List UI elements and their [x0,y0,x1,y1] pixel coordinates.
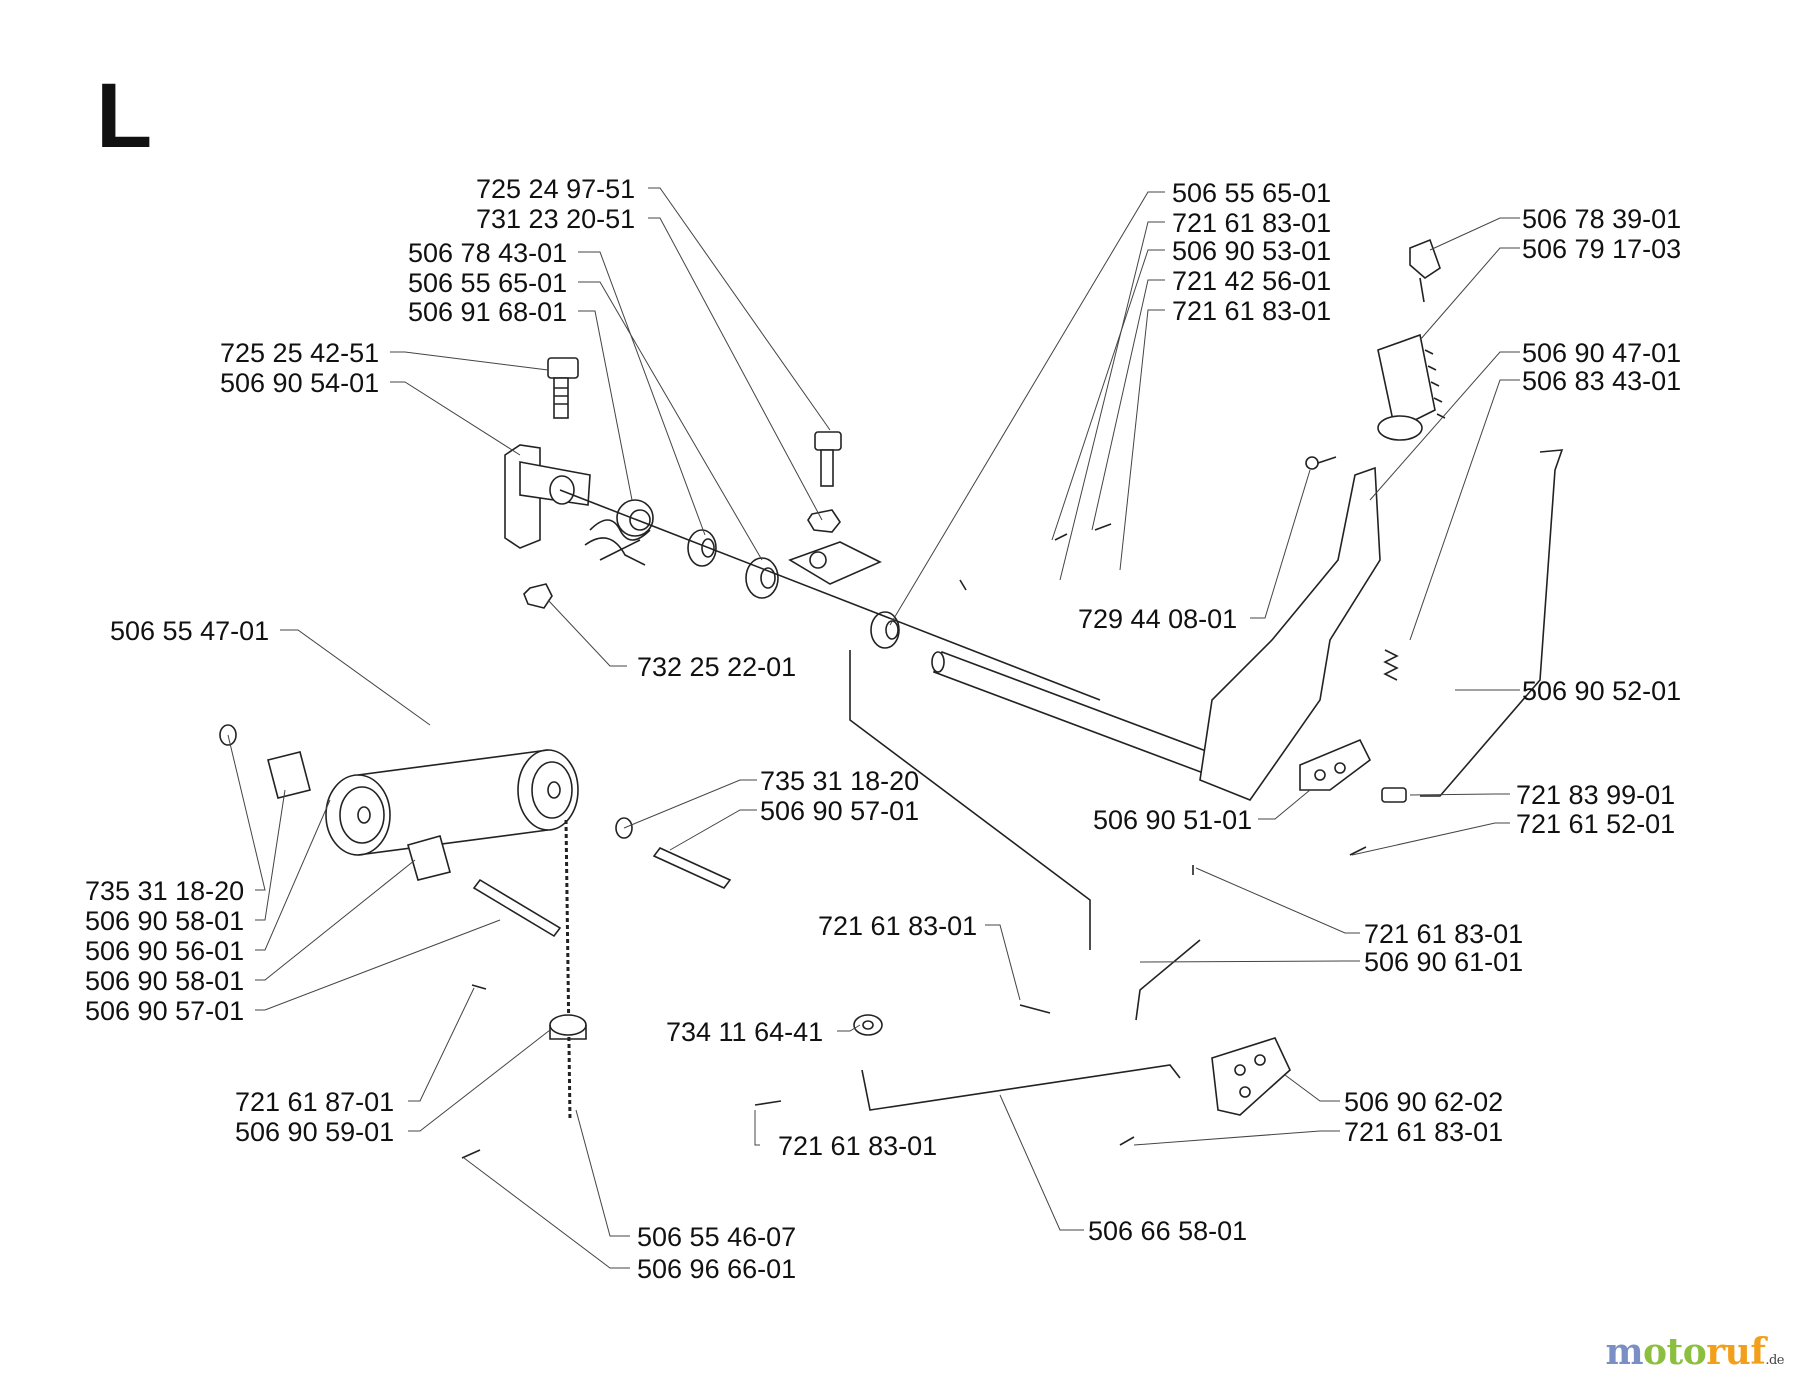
callout-506-90-58-01-b: 506 90 58-01 [85,966,244,996]
callout-721-61-52-01: 721 61 52-01 [1516,809,1675,839]
nut-732-25-22-01 [523,583,553,609]
callout-721-42-56-01: 721 42 56-01 [1172,266,1331,296]
callout-506-90-57-01-left: 506 90 57-01 [85,996,244,1026]
callout-506-55-65-01-left: 506 55 65-01 [408,268,567,298]
spring-506-91-68-01 [584,499,654,566]
link-rod-506-90-61-01 [849,650,1201,1021]
callout-506-90-53-01: 506 90 53-01 [1172,236,1331,266]
section-letter: L [96,65,153,167]
washer-734-11-64-41 [853,1014,883,1036]
pulley-506-90-56-01 [325,774,391,856]
plate-506-90-51-01 [1299,738,1372,791]
pin-upper [652,847,732,889]
pin-506-90-57-01 [472,878,562,938]
bushing-506-78-43-01 [687,529,717,567]
callout-506-78-39-01: 506 78 39-01 [1522,204,1681,234]
callout-506-83-43-01: 506 83 43-01 [1522,366,1681,396]
callout-506-90-57-01-right: 506 90 57-01 [760,796,919,826]
belt-506-55-47-01 [357,749,549,856]
callout-734-11-64-41: 734 11 64-41 [666,1017,823,1047]
callout-721-61-83-01-a: 721 61 83-01 [1172,208,1331,238]
leader-lines [227,187,1520,1269]
callout-725-25-42-51: 725 25 42-51 [220,338,379,368]
callout-721-61-83-01-d: 721 61 83-01 [818,911,977,941]
callout-506-90-47-01: 506 90 47-01 [1522,338,1681,368]
knob-506-78-39-01 [1409,238,1441,303]
shaft-506-90-51-01 [931,650,1232,782]
chain-506-55-46-07 [564,819,572,1121]
rod-506-66-58-01 [861,1064,1181,1111]
screw-506-83-43-01 [1305,456,1337,470]
spacer-506-90-58-01 [267,751,311,799]
callout-721-61-83-01-e: 721 61 83-01 [778,1131,937,1161]
bolt-725-24-97-51 [807,431,842,533]
watermark-logo: motoruf.de [1605,1331,1784,1373]
bolt-725-25-42-51 [547,357,579,419]
callout-506-91-68-01: 506 91 68-01 [408,297,567,327]
bushing-506-55-65-01 [745,557,779,599]
pulley-506-90-59-01 [517,749,579,831]
callout-729-44-08-01: 729 44 08-01 [1078,604,1237,634]
callout-506-66-58-01: 506 66 58-01 [1088,1216,1247,1246]
callout-506-90-56-01: 506 90 56-01 [85,936,244,966]
shaft-axis [559,489,1101,701]
callout-732-25-22-01: 732 25 22-01 [637,652,796,682]
part-drawings [219,238,1564,1159]
callout-labels: 725 24 97-51 731 23 20-51 506 78 43-01 5… [85,174,1681,1284]
cotter-pins [461,523,1367,1159]
callout-721-61-83-01-f: 721 61 83-01 [1344,1117,1503,1147]
collar-731-23-20-51 [788,541,882,585]
hub-506-90-59-01-lower [549,1014,587,1040]
callout-506-90-62-02: 506 90 62-02 [1344,1087,1503,1117]
spacer-lower [407,835,451,881]
callout-721-61-87-01: 721 61 87-01 [235,1087,394,1117]
callout-506-90-52-01: 506 90 52-01 [1522,676,1681,706]
callout-721-83-99-01: 721 83 99-01 [1516,780,1675,810]
callout-506-90-54-01: 506 90 54-01 [220,368,379,398]
callout-735-31-18-20-right: 735 31 18-20 [760,766,919,796]
callout-506-55-47-01: 506 55 47-01 [110,616,269,646]
callout-506-55-46-07: 506 55 46-07 [637,1222,796,1252]
callout-721-61-83-01-b: 721 61 83-01 [1172,296,1331,326]
callout-506-90-59-01: 506 90 59-01 [235,1117,394,1147]
callout-506-90-61-01: 506 90 61-01 [1364,947,1523,977]
spring-small [1383,649,1399,681]
lever-506-90-47-01 [1199,466,1381,801]
callout-506-90-51-01: 506 90 51-01 [1093,805,1252,835]
rod-506-90-52-01 [1420,449,1564,797]
callout-506-78-43-01: 506 78 43-01 [408,238,567,268]
plate-506-90-62-02 [1211,1037,1291,1116]
callout-725-24-97-51: 725 24 97-51 [476,174,635,204]
bolt-721-83-99-01 [1381,787,1407,803]
callout-735-31-18-20-left: 735 31 18-20 [85,876,244,906]
callout-731-23-20-51: 731 23 20-51 [476,204,635,234]
callout-506-96-66-01: 506 96 66-01 [637,1254,796,1284]
callout-506-55-65-01-right: 506 55 65-01 [1172,178,1331,208]
callout-506-90-58-01-a: 506 90 58-01 [85,906,244,936]
callout-721-61-83-01-c: 721 61 83-01 [1364,919,1523,949]
grip-506-79-17-03 [1377,333,1446,441]
callout-506-79-17-03: 506 79 17-03 [1522,234,1681,264]
